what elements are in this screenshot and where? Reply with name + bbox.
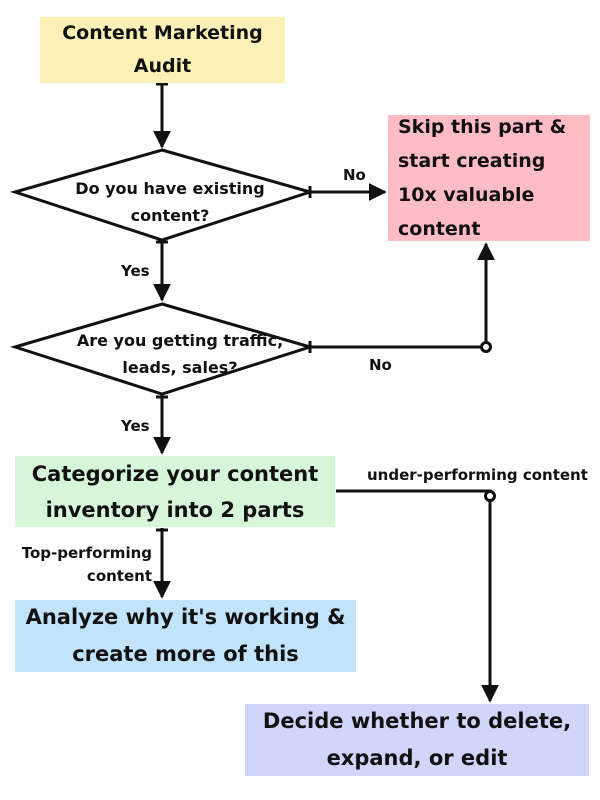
decision-traffic-label: Are you getting traffic, leads, sales? — [76, 331, 284, 377]
skip-node-label: Skip this part & start creating 10x valu… — [398, 116, 567, 240]
edge-label-top-performing: Top-performing content — [21, 544, 152, 585]
edge-label-yes-1: Yes — [121, 262, 150, 280]
categorize-node: Categorize your content inventory into 2… — [15, 456, 335, 527]
junction-dot — [480, 341, 492, 353]
edge-label-yes-2: Yes — [121, 417, 150, 435]
categorize-node-label: Categorize your content inventory into 2… — [31, 461, 319, 522]
analyze-node: Analyze why it's working & create more o… — [15, 600, 356, 672]
edge-traffic-no — [310, 242, 495, 349]
start-node-label: Content Marketing Audit — [62, 22, 263, 77]
junction-dot — [484, 490, 496, 502]
start-node: Content Marketing Audit — [40, 17, 285, 83]
decide-node: Decide whether to delete, expand, or edi… — [245, 704, 589, 776]
decide-node-label: Decide whether to delete, expand, or edi… — [262, 709, 572, 770]
edge-label-no-1: No — [343, 166, 366, 184]
edge-label-no-2: No — [369, 356, 392, 374]
edge-label-under-performing: under-performing content — [367, 466, 588, 484]
analyze-node-label: Analyze why it's working & create more o… — [25, 605, 346, 666]
decision-existing-label: Do you have existing content? — [75, 179, 265, 225]
edge-under-performing — [336, 489, 499, 703]
skip-node: Skip this part & start creating 10x valu… — [388, 115, 590, 241]
